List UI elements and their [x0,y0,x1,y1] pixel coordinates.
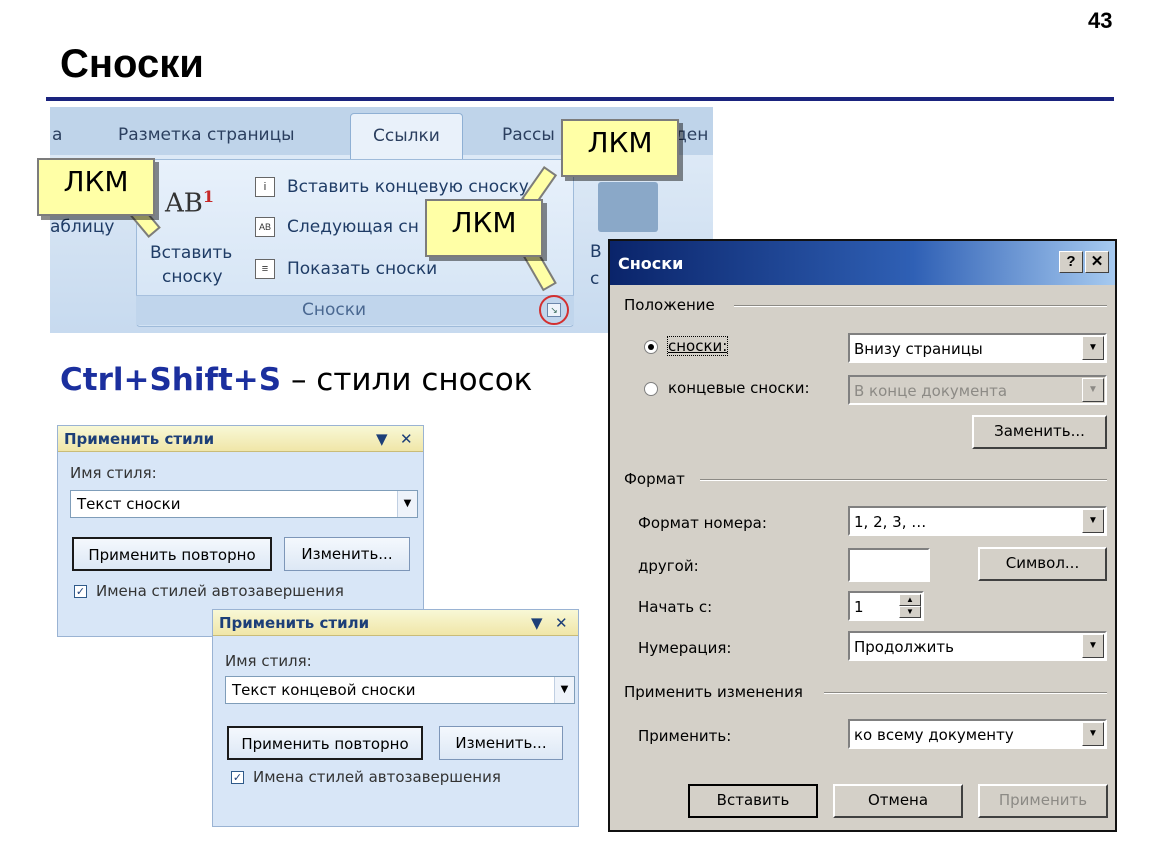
callout-lkm: ЛКМ [425,199,543,257]
dialog-launcher-highlight [539,295,569,325]
style-name-label: Имя стиля: [225,652,312,670]
numbering-select[interactable]: Продолжить ▼ [848,631,1107,661]
endnotes-location-select[interactable]: В конце документа ▼ [848,375,1107,405]
autocomplete-label: Имена стилей автозавершения [253,768,501,786]
apply-to-select[interactable]: ко всему документу ▼ [848,719,1107,749]
chevron-down-icon[interactable]: ▼ [1082,336,1104,360]
shortcut-text: Ctrl+Shift+S – стили сносок [60,362,532,398]
chevron-down-icon[interactable]: ▼ [1082,634,1104,658]
next-footnote-button[interactable]: Следующая сн [287,217,419,237]
number-format-select[interactable]: 1, 2, 3, … ▼ [848,506,1107,536]
slide-title: Сноски [60,42,204,86]
symbol-button[interactable]: Символ... [978,547,1107,581]
position-section-label: Положение [624,296,715,314]
dialog-titlebar [610,241,1115,285]
chevron-down-icon[interactable]: ▼ [397,491,417,517]
show-notes-button[interactable]: Показать сноски [287,259,438,279]
endnotes-radio[interactable] [644,382,658,396]
spinner-down-icon[interactable]: ▼ [899,606,921,618]
insert-endnote-button[interactable]: Вставить концевую сноску [287,177,529,197]
tab-mailings[interactable]: Рассы [502,125,555,145]
insert-footnote-icon: AB1 [165,187,215,219]
panel-title: Применить стили [58,426,423,452]
callout-lkm: ЛКМ [561,119,679,177]
number-format-label: Формат номера: [638,514,767,532]
section-divider [734,305,1107,307]
chevron-down-icon[interactable]: ▼ [1082,722,1104,746]
custom-mark-input[interactable] [848,548,930,582]
format-section-label: Формат [624,470,685,488]
footnotes-radio[interactable] [644,340,658,354]
ribbon-cut-text-left: аблицу [50,217,115,237]
numbering-label: Нумерация: [638,639,732,657]
apply-changes-section-label: Применить изменения [624,683,803,701]
panel-title: Применить стили [213,610,578,636]
footnotes-radio-label[interactable]: сноски: [666,336,729,356]
insert-footnote-button-line1[interactable]: Вставить [150,243,233,263]
apply-styles-panel: Применить стили ▼ ✕ Имя стиля: Текст сно… [57,425,424,637]
insert-footnote-button-line2[interactable]: сноску [162,267,223,287]
show-notes-icon: ≡ [255,259,275,279]
start-at-label: Начать с: [638,598,713,616]
section-divider [700,479,1107,481]
tab-page-layout[interactable]: Разметка страницы [118,125,295,145]
insert-button[interactable]: Вставить [688,784,818,818]
chevron-down-icon[interactable]: ▼ [1082,378,1104,402]
help-button[interactable]: ? [1059,251,1083,273]
reapply-button[interactable]: Применить повторно [227,726,423,760]
slide-number: 43 [1088,8,1113,33]
insert-endnote-icon: i [255,177,275,197]
custom-mark-label: другой: [638,557,699,575]
chevron-down-icon[interactable]: ▼ [554,677,574,703]
ribbon-cut-text-right-1: В [590,242,602,262]
apply-styles-panel: Применить стили ▼ ✕ Имя стиля: Текст кон… [212,609,579,827]
modify-button[interactable]: Изменить... [284,537,410,571]
panel-close-icon[interactable]: ✕ [400,430,413,448]
autocomplete-label: Имена стилей автозавершения [96,582,344,600]
callout-lkm: ЛКМ [37,158,155,216]
tab-cut-left[interactable]: а [52,125,63,145]
tab-references[interactable]: Ссылки [350,113,463,163]
close-button[interactable]: ✕ [1085,251,1109,273]
shortcut-keys: Ctrl+Shift+S [60,362,282,398]
chevron-down-icon[interactable]: ▼ [1082,509,1104,533]
convert-button[interactable]: Заменить... [972,415,1107,449]
modify-button[interactable]: Изменить... [439,726,563,760]
autocomplete-checkbox[interactable]: ✓ [231,771,244,784]
panel-menu-icon[interactable]: ▼ [531,614,543,632]
panel-close-icon[interactable]: ✕ [555,614,568,632]
citation-icon [598,182,658,232]
footnotes-group-footer [136,295,574,325]
cancel-button[interactable]: Отмена [833,784,963,818]
spinner-up-icon[interactable]: ▲ [899,594,921,606]
footnote-dialog: Сноски ? ✕ Положение сноски: Внизу стран… [608,239,1117,832]
dialog-launcher-icon[interactable]: ↘ [547,303,561,317]
next-footnote-icon: AB [255,217,275,237]
style-name-label: Имя стиля: [70,464,157,482]
footnotes-group-label: Сноски [302,300,367,320]
panel-menu-icon[interactable]: ▼ [376,430,388,448]
endnotes-radio-label[interactable]: концевые сноски: [668,379,810,397]
apply-to-label: Применить: [638,727,732,745]
footnotes-location-select[interactable]: Внизу страницы ▼ [848,333,1107,363]
autocomplete-checkbox[interactable]: ✓ [74,585,87,598]
style-name-input[interactable]: Текст сноски ▼ [70,490,418,518]
start-at-spinner[interactable]: 1 ▲ ▼ [848,591,924,621]
title-divider [46,97,1114,101]
reapply-button[interactable]: Применить повторно [72,537,272,571]
style-name-input[interactable]: Текст концевой сноски ▼ [225,676,575,704]
tab-cut-right[interactable]: ден [675,125,709,145]
section-divider [824,692,1107,694]
shortcut-description: – стили сносок [281,362,533,398]
ribbon-cut-text-right-2: с [590,269,600,289]
apply-button[interactable]: Применить [978,784,1108,818]
dialog-title: Сноски [618,254,684,273]
